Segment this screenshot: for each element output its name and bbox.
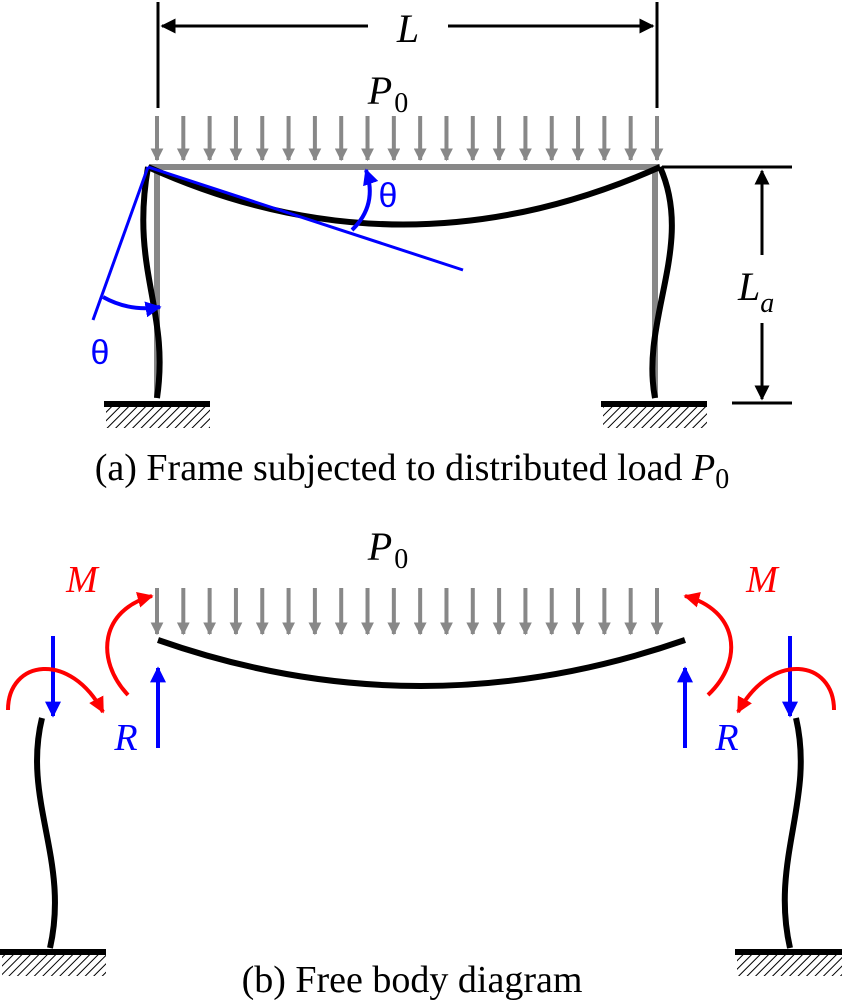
- free-beam: [157, 637, 686, 689]
- undeformed-frame: [150, 164, 660, 398]
- distributed-load-b: [150, 588, 664, 636]
- column-tangent-line: [91, 166, 150, 321]
- column-angle-label: θ: [91, 334, 110, 372]
- fixed-support-left-b: [0, 949, 106, 976]
- distributed-load-a: [150, 116, 664, 162]
- panel-b: P0 R R M M: [0, 524, 842, 1000]
- panel-a: L P0 θ θ: [91, 2, 792, 495]
- load-label-b: P0: [367, 524, 408, 575]
- deformed-frame: [140, 164, 675, 399]
- beam-angle-label: θ: [379, 177, 398, 215]
- deformed-right-column: [649, 165, 675, 399]
- reaction-label-left: R: [113, 717, 137, 759]
- fixed-support-left-a: [104, 401, 210, 428]
- reaction-label-right: R: [714, 717, 738, 759]
- moment-arrow-beam-left: [105, 592, 154, 697]
- tangent-lines: θ θ: [91, 165, 464, 372]
- height-dimension: La: [662, 165, 792, 405]
- moment-label-left: M: [65, 559, 100, 601]
- reaction-forces: R R: [45, 636, 798, 759]
- caption-a: (a) Frame subjected to distributed load …: [95, 447, 730, 495]
- moment-arrow-column-left: [6, 667, 105, 714]
- moment-label-right: M: [745, 559, 780, 601]
- free-right-column: [781, 717, 804, 949]
- free-left-column: [34, 717, 58, 949]
- beam-angle-arc: [350, 168, 379, 232]
- fixed-support-right-a: [601, 401, 707, 428]
- column-angle-arc: [102, 295, 162, 318]
- deformed-left-column: [140, 166, 163, 399]
- caption-b: (b) Free body diagram: [242, 959, 583, 1000]
- moment-arrow-column-right: [736, 667, 836, 714]
- span-dimension: L: [156, 2, 659, 108]
- beam-tangent-line: [147, 165, 464, 272]
- span-label: L: [396, 6, 419, 51]
- moments: M M: [6, 559, 836, 714]
- deformed-beam: [146, 164, 662, 228]
- load-label-a: P0: [367, 68, 408, 119]
- height-label: La: [737, 264, 774, 319]
- fixed-support-right-b: [735, 949, 842, 976]
- moment-arrow-beam-right: [683, 591, 734, 697]
